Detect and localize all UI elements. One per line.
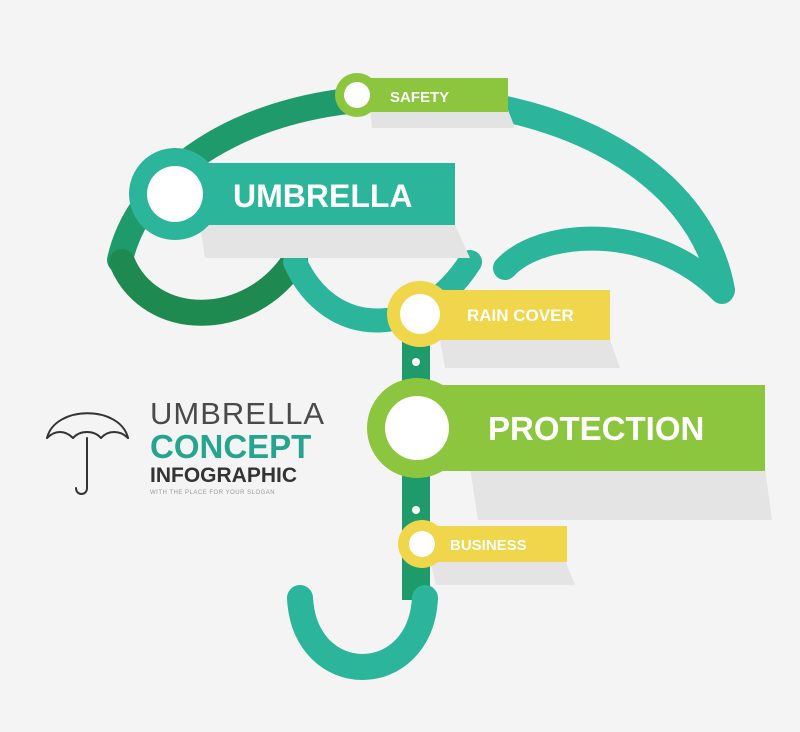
business-label: BUSINESS (450, 537, 527, 554)
slogan-text: WITH THE PLACE FOR YOUR SLOGAN (150, 490, 276, 496)
safety-label-shadow (370, 110, 515, 128)
umbrella-label: UMBRELLA (233, 178, 413, 214)
business-node-inner (409, 531, 435, 557)
safety-node-inner (344, 82, 370, 108)
canopy-scallop-left (109, 247, 308, 326)
protection-node-inner (385, 396, 449, 460)
umbrella-handle (287, 585, 438, 680)
protection-label-shadow (470, 468, 772, 520)
title-infographic: INFOGRAPHIC (150, 464, 297, 487)
umbrella-node-inner (147, 166, 203, 222)
title-umbrella: UMBRELLA (150, 396, 326, 431)
rain-cover-node-inner (400, 294, 440, 334)
canopy-scallop-right (493, 226, 734, 304)
umbrella-icon (46, 412, 129, 495)
title-concept: CONCEPT (150, 428, 312, 465)
title-block: UMBRELLA CONCEPT INFOGRAPHIC WITH THE PL… (150, 398, 370, 496)
rain-cover-label-shadow (440, 340, 620, 368)
shaft-dot (412, 506, 420, 514)
protection-label-bg (410, 385, 765, 471)
safety-label: SAFETY (390, 89, 449, 106)
umbrella-label-shadow (200, 225, 470, 258)
shaft-dot (412, 358, 420, 366)
business-label-shadow (430, 560, 575, 585)
canopy-scallop-mid (283, 250, 482, 333)
protection-label: PROTECTION (488, 410, 704, 447)
rain-cover-label: RAIN COVER (467, 306, 574, 325)
